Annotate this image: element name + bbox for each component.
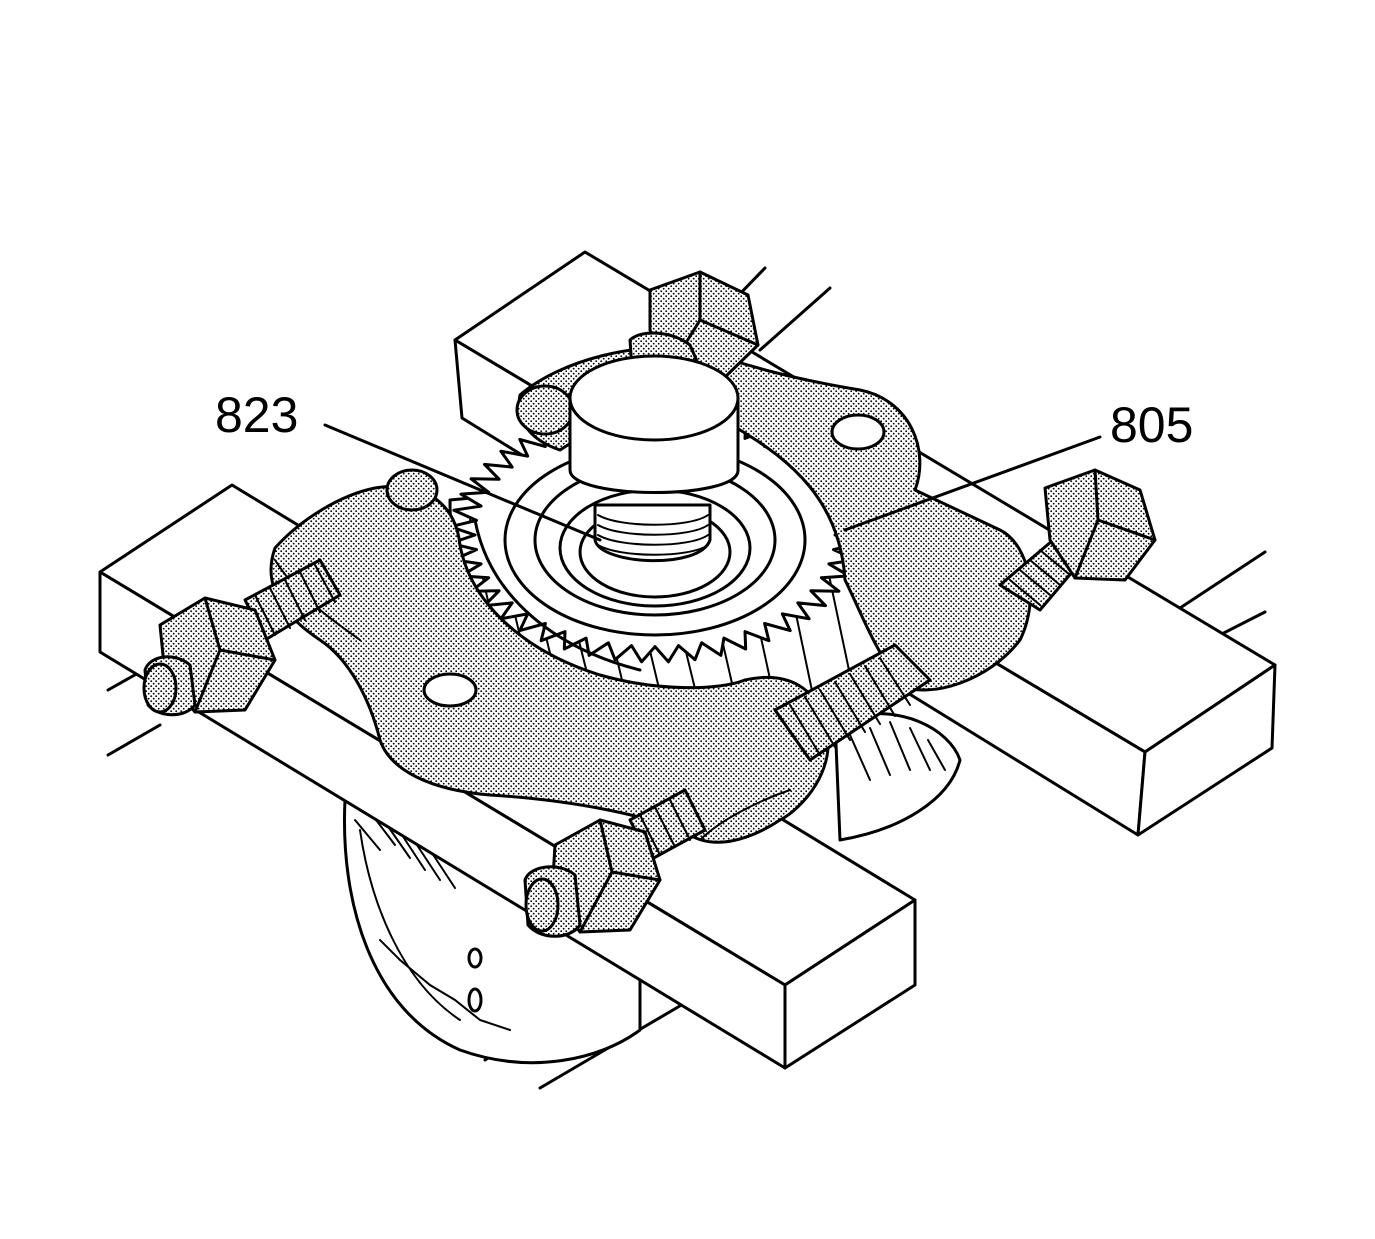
- leader-line-823: [323, 423, 602, 542]
- leader-line-805: [843, 435, 1102, 532]
- puller-arm-front: [269, 468, 830, 844]
- screw-bottom: [523, 788, 707, 938]
- transmission-case: [342, 712, 962, 1065]
- screw-right: [998, 468, 1157, 612]
- screw-center: [773, 643, 932, 762]
- callout-805: 805: [1110, 397, 1193, 453]
- press-adapter: [568, 354, 740, 563]
- callout-labels: 823 805: [215, 387, 1193, 453]
- callout-823: 823: [215, 387, 298, 443]
- screw-left: [142, 558, 342, 717]
- leader-lines: [323, 423, 1102, 542]
